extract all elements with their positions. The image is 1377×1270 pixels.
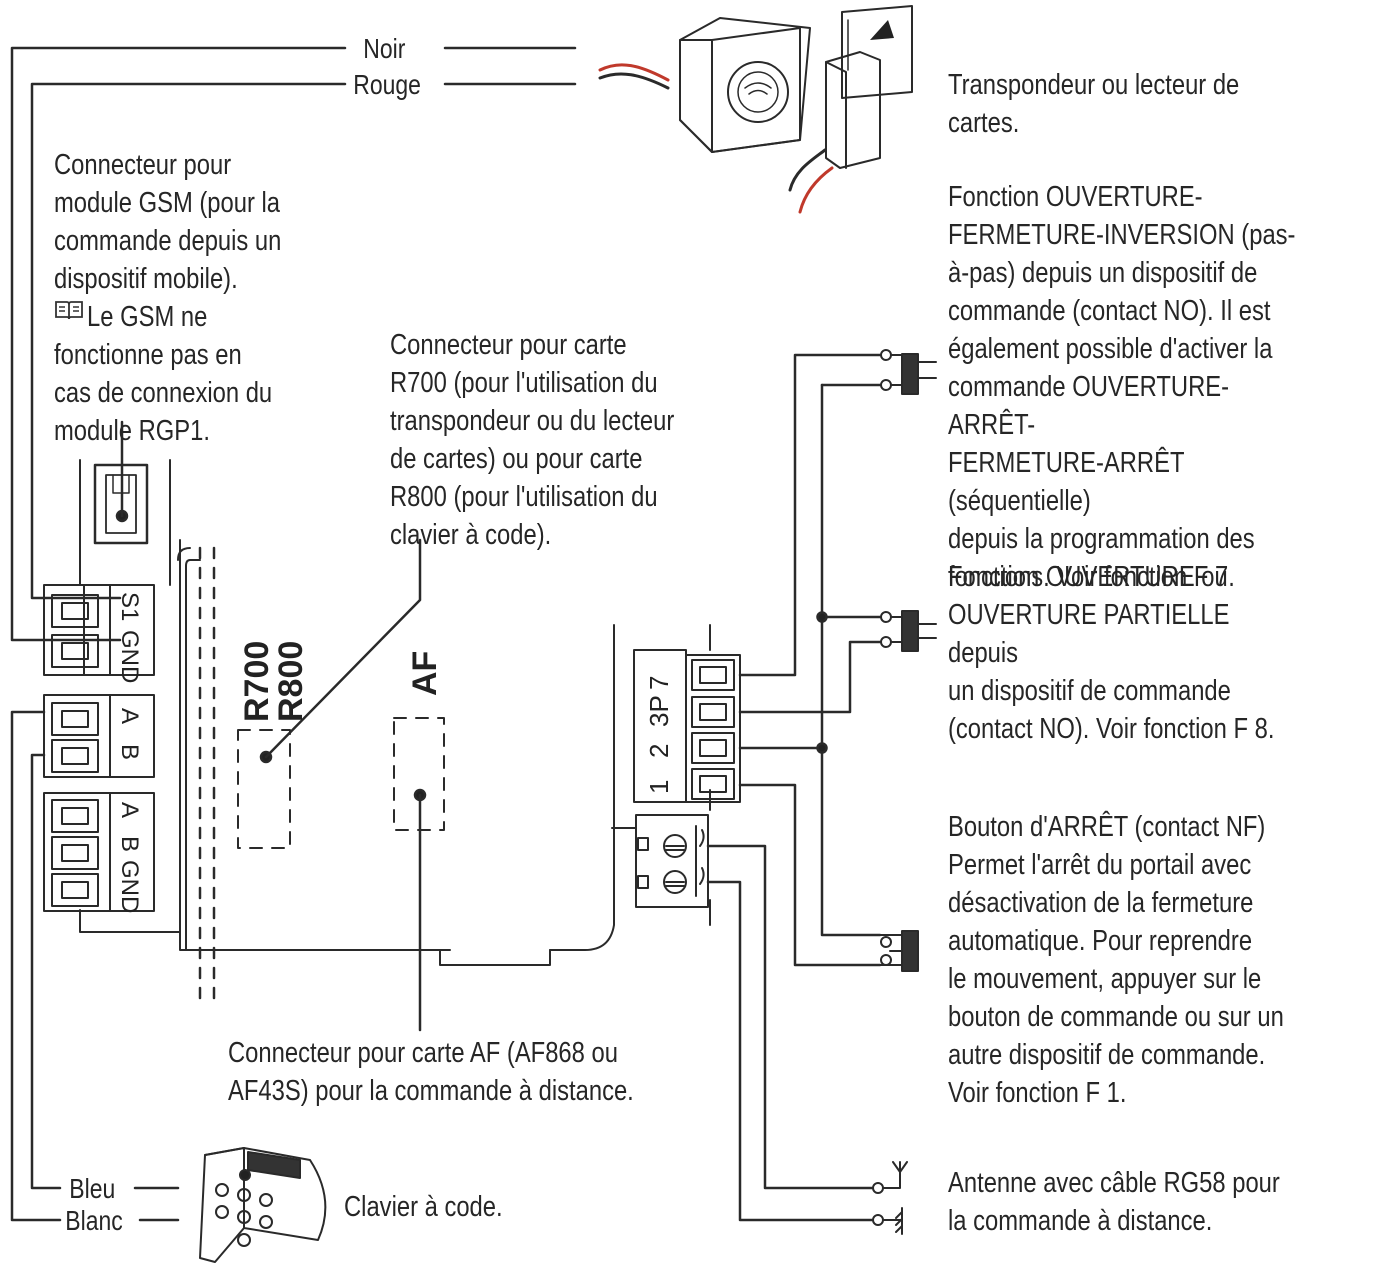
description-antenna: Antenne avec câble RG58 pour la commande… bbox=[948, 1167, 1280, 1237]
push-button-icon bbox=[879, 930, 919, 972]
ground-icon bbox=[872, 1207, 903, 1235]
label-r700: R700 bbox=[238, 641, 276, 722]
board-outline bbox=[79, 459, 711, 966]
label-a: A bbox=[116, 708, 143, 724]
terminal-a-b-gnd bbox=[43, 792, 155, 912]
label-b: B bbox=[116, 836, 143, 852]
wire-terminal-2 bbox=[738, 383, 882, 937]
label-b: B bbox=[116, 744, 143, 760]
description-partial-opening: Fonction OUVERTURE ou OUVERTURE PARTIELL… bbox=[948, 561, 1275, 745]
terminal-a-b bbox=[43, 694, 155, 778]
description-af-connector: Connecteur pour carte AF (AF868 ou AF43S… bbox=[228, 1037, 634, 1107]
terminal-7-3p-2-1 bbox=[633, 649, 741, 803]
description-transponder: Transpondeur ou lecteur de cartes. bbox=[948, 69, 1240, 139]
label-gnd: GND bbox=[116, 860, 143, 913]
wire-terminal-1 bbox=[738, 783, 882, 967]
push-button-icon bbox=[880, 349, 937, 395]
label-af: AF bbox=[406, 651, 444, 696]
label-3p: 3P bbox=[644, 695, 674, 727]
description-stop-button: Bouton d'ARRÊT (contact NF) Permet l'arr… bbox=[948, 811, 1284, 1109]
antenna-icon bbox=[872, 1161, 908, 1194]
terminal-s1-gnd bbox=[43, 584, 155, 676]
label-r800: R800 bbox=[272, 641, 310, 722]
wire-terminal-7 bbox=[738, 353, 882, 677]
push-button-icon bbox=[880, 610, 937, 652]
af-slot bbox=[393, 717, 445, 1032]
card-reader-icon bbox=[788, 5, 913, 214]
board-label-a-b-gnd: A B GND bbox=[116, 802, 143, 913]
r700-r800-slot bbox=[237, 538, 422, 849]
description-step-by-step: Fonction OUVERTURE- FERMETURE-INVERSION … bbox=[948, 181, 1296, 593]
description-gsm: Connecteur pour module GSM (pour la comm… bbox=[54, 149, 282, 447]
wire-noir bbox=[10, 46, 577, 642]
description-keypad: Clavier à code. bbox=[344, 1191, 503, 1223]
manual-book-icon bbox=[55, 301, 83, 320]
label-a: A bbox=[116, 802, 143, 818]
wire-bleu bbox=[30, 753, 180, 1190]
board-label-terminal-right: 7 3P 2 1 bbox=[644, 676, 674, 794]
wire-blanc bbox=[10, 710, 180, 1222]
board-label-af: AF bbox=[406, 651, 444, 696]
wire-label-bleu: Bleu bbox=[66, 1170, 119, 1208]
label-s1: S1 bbox=[116, 592, 143, 621]
wire-antenna bbox=[706, 844, 874, 1222]
board-label-r700-r800: R700 R800 bbox=[238, 641, 310, 722]
board-dashed-rail bbox=[198, 546, 216, 1002]
description-r700-r800: Connecteur pour carte R700 (pour l'utili… bbox=[390, 329, 675, 551]
label-2: 2 bbox=[644, 744, 674, 758]
label-1: 1 bbox=[644, 780, 674, 794]
board-label-s1-gnd: S1 GND bbox=[116, 592, 143, 683]
keypad-icon bbox=[199, 1147, 327, 1263]
wire-label-blanc: Blanc bbox=[62, 1202, 126, 1240]
gsm-connector bbox=[93, 420, 149, 545]
wire-terminal-3p bbox=[738, 640, 882, 714]
wire-rouge bbox=[30, 82, 577, 600]
label-7: 7 bbox=[644, 676, 674, 690]
wire-label-noir: Noir bbox=[360, 30, 409, 68]
board-label-a-b: A B bbox=[116, 708, 143, 760]
transponder-reader-icon bbox=[598, 17, 811, 153]
wire-label-rouge: Rouge bbox=[350, 66, 425, 104]
label-gnd: GND bbox=[116, 630, 143, 683]
terminal-antenna bbox=[635, 814, 709, 908]
